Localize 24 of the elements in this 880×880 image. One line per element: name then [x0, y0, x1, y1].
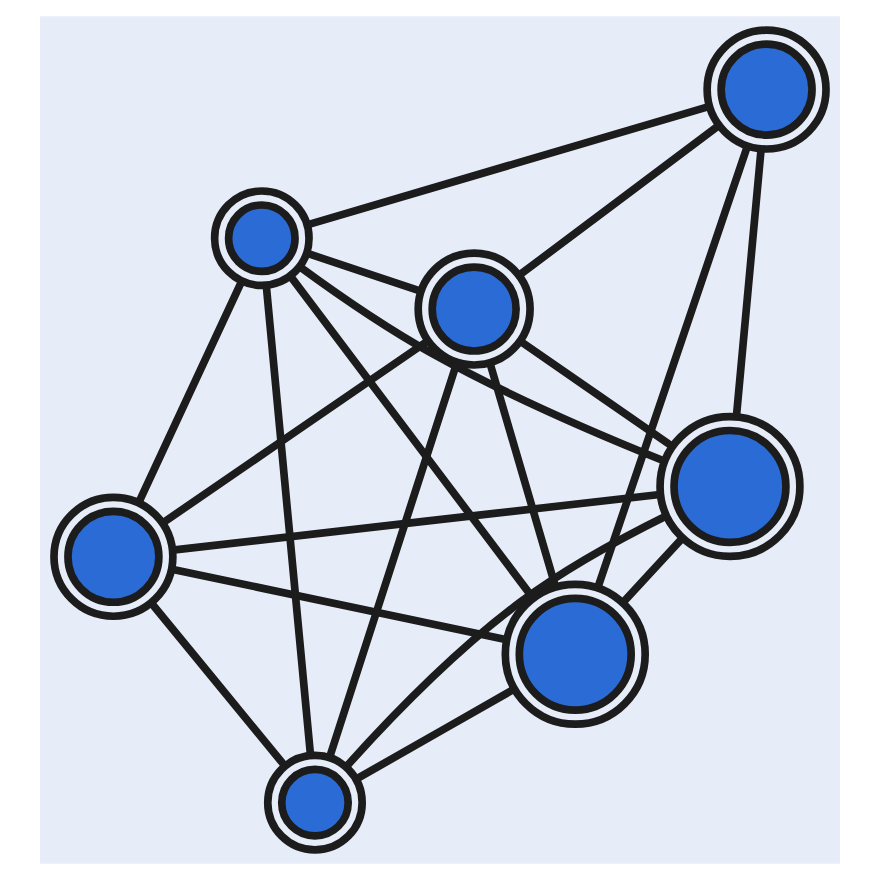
connector [355, 686, 516, 782]
connector [620, 535, 686, 605]
connector [517, 122, 721, 278]
connector [172, 490, 661, 554]
connector [732, 149, 765, 417]
connector [594, 145, 751, 589]
node-circle [50, 493, 177, 621]
connector [171, 565, 508, 644]
connector [306, 249, 422, 295]
connector [135, 279, 246, 505]
connector [306, 102, 710, 229]
connector [519, 338, 675, 450]
connector [262, 285, 315, 755]
node-circle [703, 26, 830, 153]
connector [161, 337, 431, 526]
node-circle [210, 187, 313, 290]
node-circle [656, 412, 804, 561]
node-circle [501, 580, 649, 729]
node-circle [263, 751, 366, 854]
connector [297, 263, 666, 465]
connector [343, 512, 668, 770]
node-circle [414, 249, 534, 369]
connector [148, 600, 287, 768]
connector [486, 362, 559, 588]
